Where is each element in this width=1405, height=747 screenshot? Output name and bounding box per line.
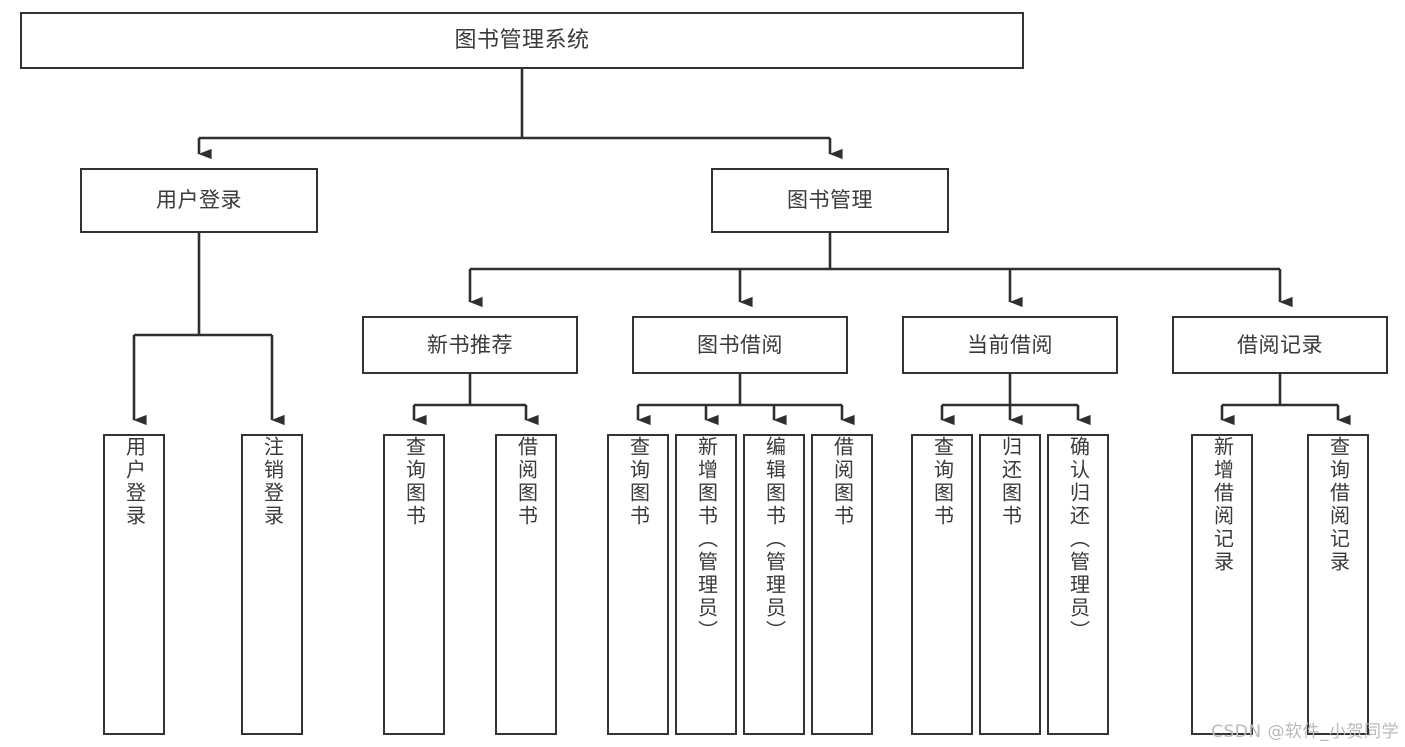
node-label: 新增图书（管理员） — [694, 436, 719, 643]
leaf-query-book-recommend[interactable]: 查询图书 — [383, 434, 445, 735]
node-label: 查询图书 — [626, 436, 651, 528]
node-label: 借阅图书 — [830, 436, 855, 528]
leaf-user-login[interactable]: 用户登录 — [103, 434, 165, 735]
node-label: 归还图书 — [998, 436, 1023, 528]
node-label: 用户登录 — [122, 436, 147, 528]
node-book-management[interactable]: 图书管理 — [711, 168, 949, 233]
node-book-borrow[interactable]: 图书借阅 — [632, 316, 848, 374]
node-label: 当前借阅 — [967, 332, 1053, 357]
node-label: 编辑图书（管理员） — [762, 436, 787, 643]
node-label: 用户登录 — [156, 188, 242, 213]
node-label: 新书推荐 — [427, 332, 513, 357]
node-borrow-record[interactable]: 借阅记录 — [1172, 316, 1388, 374]
node-new-book-recommend[interactable]: 新书推荐 — [362, 316, 578, 374]
node-label: 查询图书 — [930, 436, 955, 528]
node-label: 新增借阅记录 — [1210, 436, 1235, 574]
node-label: 图书借阅 — [697, 332, 783, 357]
leaf-return-book[interactable]: 归还图书 — [979, 434, 1041, 735]
node-label: 查询图书 — [402, 436, 427, 528]
node-root-book-management-system[interactable]: 图书管理系统 — [20, 12, 1024, 69]
leaf-query-book-current[interactable]: 查询图书 — [911, 434, 973, 735]
leaf-query-borrow-record[interactable]: 查询借阅记录 — [1307, 434, 1369, 735]
leaf-add-book-admin[interactable]: 新增图书（管理员） — [675, 434, 737, 735]
leaf-query-book-borrow[interactable]: 查询图书 — [607, 434, 669, 735]
node-label: 借阅图书 — [514, 436, 539, 528]
node-label: 图书管理 — [787, 188, 873, 213]
node-label: 图书管理系统 — [454, 27, 590, 53]
node-label: 查询借阅记录 — [1326, 436, 1351, 574]
leaf-borrow-book-recommend[interactable]: 借阅图书 — [495, 434, 557, 735]
leaf-confirm-return-admin[interactable]: 确认归还（管理员） — [1047, 434, 1109, 735]
node-label: 借阅记录 — [1237, 332, 1323, 357]
leaf-logout-login[interactable]: 注销登录 — [241, 434, 303, 735]
leaf-edit-book-admin[interactable]: 编辑图书（管理员） — [743, 434, 805, 735]
leaf-borrow-book[interactable]: 借阅图书 — [811, 434, 873, 735]
node-current-borrow[interactable]: 当前借阅 — [902, 316, 1118, 374]
node-user-login[interactable]: 用户登录 — [80, 168, 318, 233]
node-label: 注销登录 — [260, 436, 285, 528]
node-label: 确认归还（管理员） — [1066, 436, 1091, 643]
watermark-text: CSDN @软件_小贺同学 — [1211, 722, 1399, 742]
leaf-add-borrow-record[interactable]: 新增借阅记录 — [1191, 434, 1253, 735]
